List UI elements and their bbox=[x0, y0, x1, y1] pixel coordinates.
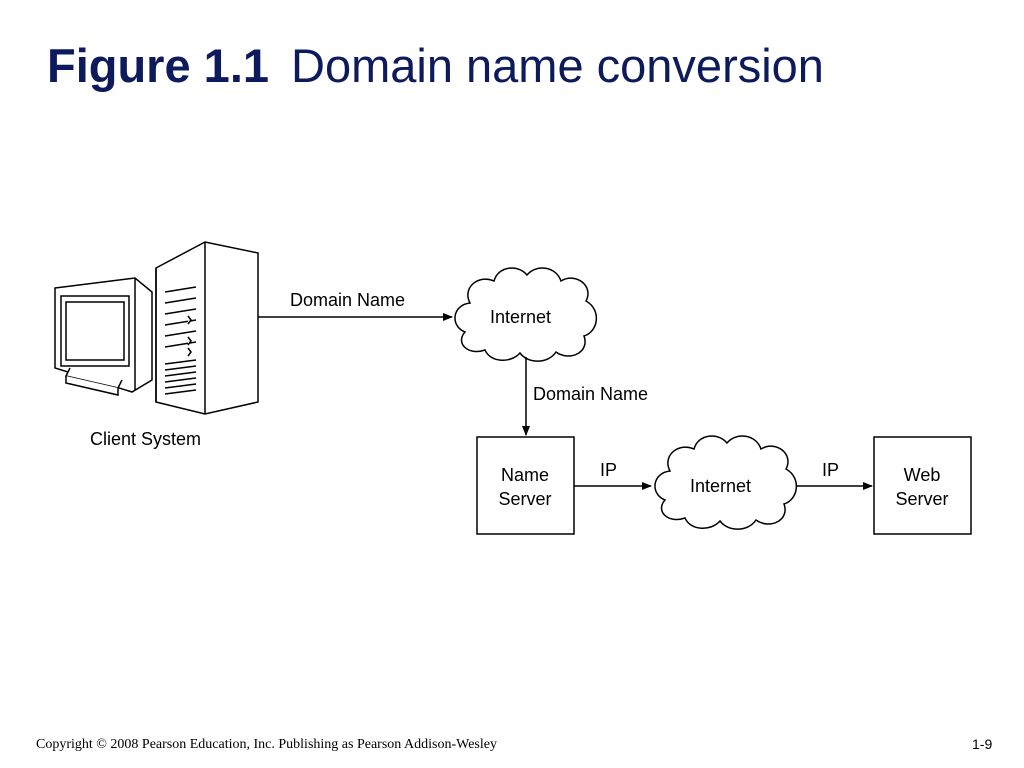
arrow3-ip-label: IP bbox=[600, 460, 617, 480]
internet-cloud-icon bbox=[454, 267, 597, 362]
slide-title: Figure 1.1 Domain name conversion bbox=[47, 38, 824, 93]
internet-cloud-icon bbox=[654, 435, 797, 530]
arrow4-ip-label: IP bbox=[822, 460, 839, 480]
client-computer-icon bbox=[54, 241, 259, 415]
internet-label-1: Internet bbox=[490, 307, 551, 327]
arrow2-domain-name-label: Domain Name bbox=[533, 384, 648, 404]
name-server-box bbox=[476, 436, 575, 535]
client-system-label: Client System bbox=[90, 429, 201, 449]
web-server-label-line2: Server bbox=[895, 489, 948, 509]
arrow1-domain-name-label: Domain Name bbox=[290, 290, 405, 310]
figure-caption: Domain name conversion bbox=[291, 39, 824, 92]
figure-number: Figure 1.1 bbox=[47, 39, 270, 92]
name-server-label-line1: Name bbox=[501, 465, 549, 485]
copyright-notice: Copyright © 2008 Pearson Education, Inc.… bbox=[36, 737, 497, 752]
page-number: 1-9 bbox=[972, 736, 993, 752]
web-server-label-line1: Web bbox=[904, 465, 941, 485]
internet-label-2: Internet bbox=[690, 476, 751, 496]
web-server-box bbox=[873, 436, 972, 535]
name-server-label-line2: Server bbox=[498, 489, 551, 509]
